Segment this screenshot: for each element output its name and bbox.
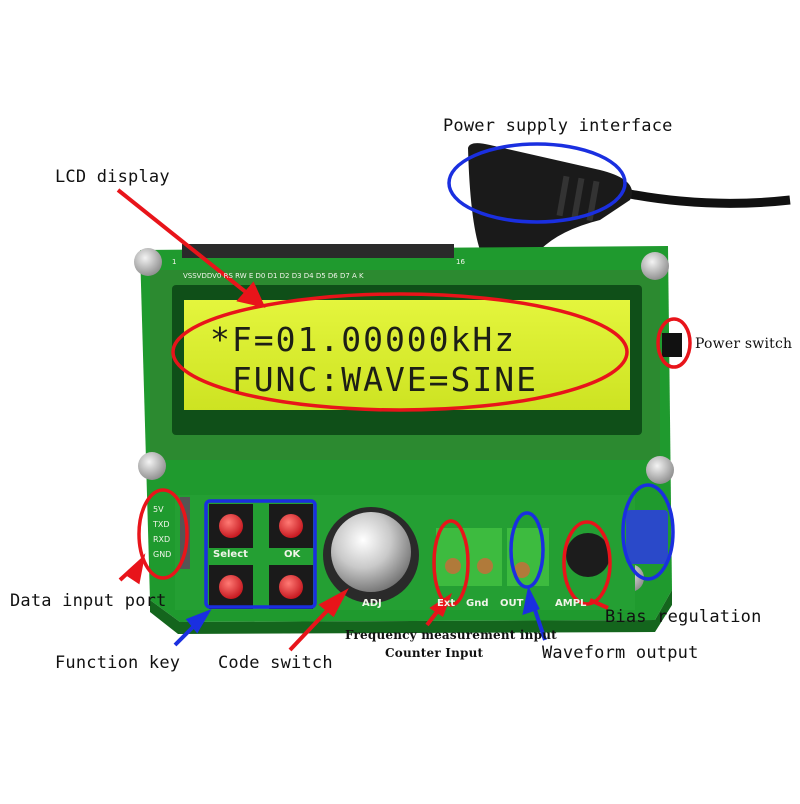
function-key-marker (204, 499, 317, 609)
waveform-output-marker (509, 511, 545, 589)
waveform-output-caption: Waveform output (542, 643, 699, 663)
pcb-shadow (150, 590, 672, 634)
screw-top-right (641, 252, 669, 280)
frequency-measurement-input-caption: Frequency measurement input (345, 628, 557, 642)
out-label: OUT (500, 598, 524, 609)
screw-mid-right (646, 456, 674, 484)
data-pin-5v: 5V (153, 505, 164, 514)
pin-first-label: 1 (172, 258, 177, 266)
bias-marker (621, 483, 675, 581)
power-supply-interface-caption: Power supply interface (443, 116, 673, 136)
ok-label: OK (284, 549, 301, 560)
power-switch (662, 333, 682, 357)
data-pin-gnd: GND (153, 550, 172, 559)
data-pin-txd: TXD (153, 520, 170, 529)
data-pin-rxd: RXD (153, 535, 171, 544)
encoder-knob (331, 512, 411, 592)
adj-label: ADJ (362, 598, 382, 609)
amplitude-pot (566, 533, 610, 577)
counter-input-marker (432, 519, 470, 607)
code-switch-caption: Code switch (218, 653, 333, 673)
screw-top-left (134, 248, 162, 276)
counter-input-caption: Counter Input (385, 646, 484, 660)
power-plug-grip-2 (571, 177, 585, 219)
power-switch-caption: Power switch (695, 336, 793, 352)
power-plug (468, 143, 632, 260)
power-switch-marker (656, 317, 692, 369)
ampl-label: AMPL (555, 598, 587, 609)
bias-arrow (589, 598, 609, 610)
data-pin-strip (180, 497, 190, 569)
ext-label: Ext (437, 598, 456, 609)
power-plug-grip-1 (556, 175, 570, 217)
lcd-marker (171, 292, 629, 412)
bias-trimmer (626, 510, 668, 564)
data-input-port-caption: Data input port (10, 591, 167, 611)
pin-last-label: 16 (456, 258, 465, 266)
function-buttons (209, 504, 313, 609)
power-supply-marker (447, 142, 627, 224)
amplitude-marker (562, 520, 612, 606)
power-cable (609, 185, 791, 208)
lcd-arrow (116, 188, 264, 307)
screw-mid-left (138, 452, 166, 480)
lcd-line-1: *F=01.00000kHz (210, 320, 517, 359)
pin-header (182, 244, 454, 258)
pin-header-label: VSSVDDV0 RS RW E D0 D1 D2 D3 D4 D5 D6 D7… (183, 272, 364, 280)
function-key-caption: Function key (55, 653, 181, 673)
lcd-line-2: FUNC:WAVE=SINE (210, 360, 539, 399)
lcd-screen (184, 300, 630, 410)
select-label: Select (213, 549, 248, 560)
gnd-label: Gnd (466, 598, 489, 609)
data-port-marker (137, 488, 189, 580)
bias-regulation-caption: Bias regulation (605, 607, 762, 627)
power-plug-grip-3 (586, 180, 600, 222)
lcd-display-caption: LCD display (55, 167, 170, 187)
